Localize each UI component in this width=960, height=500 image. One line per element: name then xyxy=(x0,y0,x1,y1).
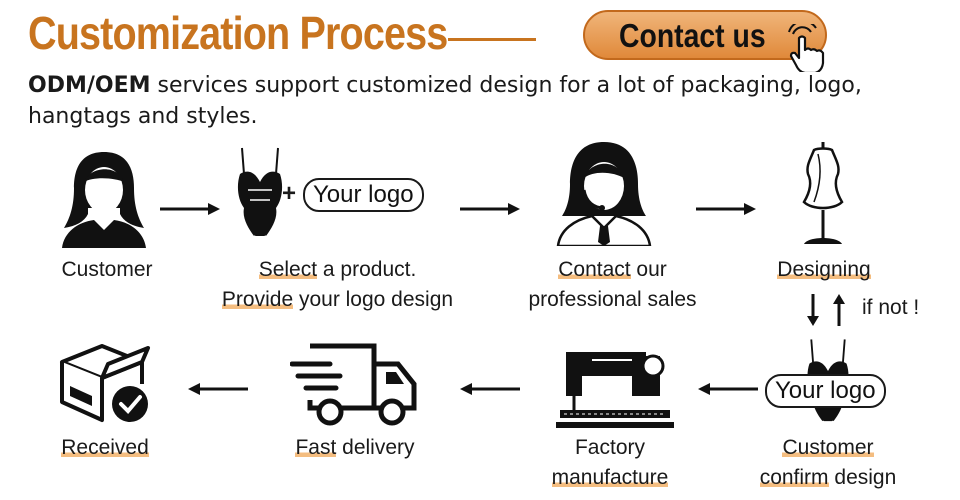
step-contact-label: Contact our professional sales xyxy=(500,255,725,315)
step-factory-line2: manufacture xyxy=(515,463,705,493)
intro-text: ODM/OEM services support customized desi… xyxy=(28,70,928,132)
step-select-line2: Provide your logo design xyxy=(200,285,475,315)
arrow-up-icon xyxy=(833,294,845,326)
dress-form-icon xyxy=(802,142,844,244)
step-contact-line2: professional sales xyxy=(528,288,697,311)
step-confirm-highlight: Customer xyxy=(782,436,874,459)
step-factory-label: Factory manufacture xyxy=(515,433,705,493)
arrow-left-icon xyxy=(188,383,248,395)
contact-us-label: Contact us xyxy=(619,17,766,54)
step-factory-highlight: manufacture xyxy=(551,466,669,489)
page-title: Customization Process xyxy=(28,7,448,59)
step-factory-line1: Factory xyxy=(574,436,645,459)
step-confirm-line1: Customer xyxy=(738,433,918,463)
step-select-label: Select a product. Provide your logo desi… xyxy=(200,255,475,315)
sales-agent-headset-icon xyxy=(556,142,652,246)
step-received-label: Received xyxy=(42,433,168,463)
step-select-rest: a product. xyxy=(317,258,417,281)
title-underline xyxy=(448,38,536,41)
step-contact-line1: Contact our xyxy=(500,255,725,285)
hand-pointer-icon xyxy=(788,24,825,72)
step-provide-rest: your logo design xyxy=(293,288,454,311)
step-contact-rest: our xyxy=(630,258,667,281)
step-confirm-label: Customer confirm design xyxy=(738,433,918,493)
sewing-machine-icon xyxy=(556,352,674,428)
step-delivery-rest: delivery xyxy=(336,436,415,459)
step-received-highlight: Received xyxy=(61,436,149,459)
revision-loop-note: if not ! xyxy=(862,296,920,319)
arrow-left-icon xyxy=(698,383,758,395)
step-select-line1: Select a product. xyxy=(200,255,475,285)
step-contact-highlight: Contact xyxy=(558,258,631,281)
step-confirm-line2: confirm design xyxy=(738,463,918,493)
your-logo-badge: Your logo xyxy=(303,178,424,212)
woman-avatar-icon xyxy=(62,152,146,248)
contact-us-button[interactable]: Contact us xyxy=(583,10,827,72)
subtitle-brand: ODM/OEM xyxy=(28,73,151,98)
step-designing-highlight: Designing xyxy=(777,258,871,281)
bodysuit-icon xyxy=(237,147,283,240)
step-delivery-highlight: Fast xyxy=(295,436,337,459)
step-designing-label: Designing xyxy=(758,255,890,285)
plus-sign: + xyxy=(282,180,297,207)
box-check-icon xyxy=(60,344,150,422)
subtitle-text: services support customized design for a… xyxy=(28,73,862,129)
step-confirm-highlight-2: confirm xyxy=(759,466,829,489)
arrow-right-icon xyxy=(696,203,756,215)
arrow-down-icon xyxy=(807,294,819,326)
arrow-right-icon xyxy=(460,203,520,215)
step-select-highlight: Select xyxy=(258,258,318,281)
delivery-truck-icon xyxy=(290,343,417,426)
step-delivery-label: Fast delivery xyxy=(280,433,430,463)
step-customer-label: Customer xyxy=(61,258,153,281)
arrow-left-icon xyxy=(460,383,520,395)
step-provide-highlight: Provide xyxy=(221,288,294,311)
your-logo-badge: Your logo xyxy=(765,374,886,408)
step-confirm-rest: design xyxy=(828,466,897,489)
arrow-right-icon xyxy=(160,203,220,215)
